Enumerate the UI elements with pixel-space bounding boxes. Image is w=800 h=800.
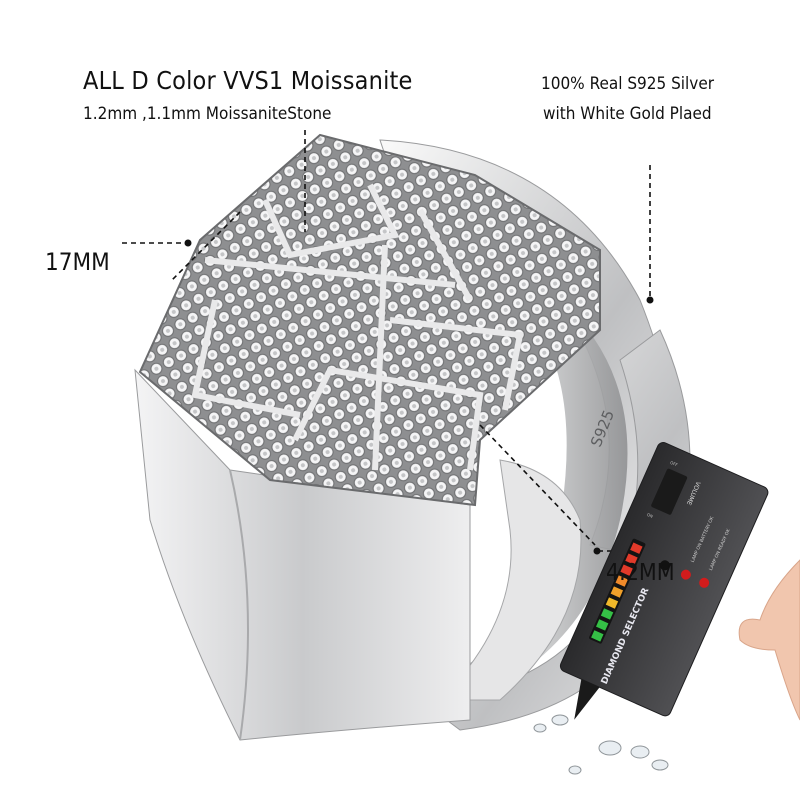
tester-switch-off-label: OFF	[669, 460, 679, 468]
diamond-tester: OFF ON VOLUME LAMP ON BATTERY OK LAMP ON…	[559, 442, 769, 720]
dimension-dots	[184, 239, 654, 555]
ring-head	[138, 133, 601, 507]
headline-subtitle: 1.2mm ,1.1mm MoissaniteStone	[83, 104, 332, 124]
dimension-lines	[122, 130, 662, 552]
hand	[738, 559, 800, 721]
band-dimension-label: 4.2MM	[606, 560, 675, 586]
tester-switch-on-label: ON	[646, 512, 654, 519]
indicator-leds	[591, 542, 643, 642]
material-line-1: 100% Real S925 Silver	[541, 74, 715, 94]
material-line-2: with White Gold Plaed	[543, 104, 712, 124]
headline-title: ALL D Color VVS1 Moissanite	[83, 66, 413, 95]
volume-switch	[651, 468, 688, 515]
width-dimension-label: 17MM	[45, 248, 110, 276]
